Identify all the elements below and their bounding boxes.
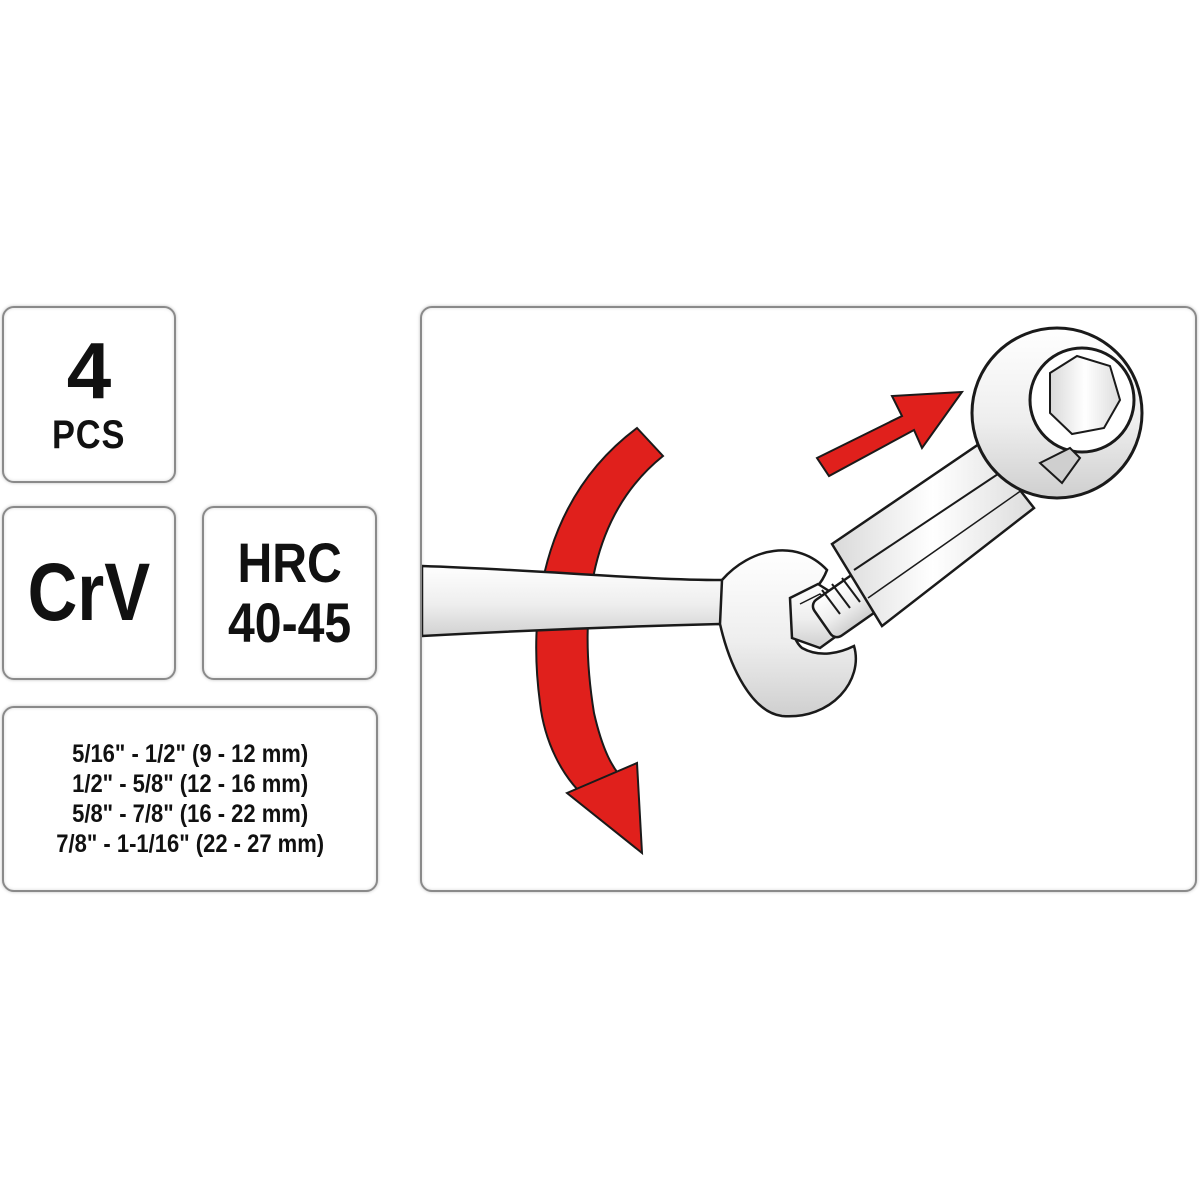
size-range-item: 5/8" - 7/8" (16 - 22 mm) xyxy=(71,800,309,828)
size-range-item: 1/2" - 5/8" (12 - 16 mm) xyxy=(71,770,309,798)
splitter-body xyxy=(830,440,1036,628)
curved-rotation-arrow-icon xyxy=(535,426,665,856)
usage-illustration xyxy=(422,326,1144,856)
size-range-box: 5/16" - 1/2" (9 - 12 mm) 1/2" - 5/8" (12… xyxy=(2,706,378,892)
captured-nut xyxy=(1049,354,1122,436)
nut-splitter-icon xyxy=(830,326,1144,628)
straight-direction-arrow-icon xyxy=(815,390,965,478)
splitter-chisel-tip xyxy=(1038,446,1082,485)
usage-illustration-box xyxy=(420,306,1197,892)
material-box: CrV xyxy=(2,506,176,680)
pieces-count-value: 4 xyxy=(66,325,112,415)
material-label: CrV xyxy=(27,547,151,638)
hardness-range: 40-45 xyxy=(227,591,352,654)
hardness-box: HRC 40-45 xyxy=(202,506,377,680)
hardness-scale: HRC xyxy=(237,531,342,594)
pieces-count-box: 4 PCS xyxy=(2,306,176,483)
size-range-list: 5/16" - 1/2" (9 - 12 mm) 1/2" - 5/8" (12… xyxy=(4,708,376,890)
size-range-item: 7/8" - 1-1/16" (22 - 27 mm) xyxy=(56,830,324,858)
rotation-arrow-head xyxy=(565,761,644,856)
pieces-count-unit: PCS xyxy=(52,412,126,457)
size-range-item: 5/16" - 1/2" (9 - 12 mm) xyxy=(71,740,309,768)
wrench-icon xyxy=(422,549,857,718)
